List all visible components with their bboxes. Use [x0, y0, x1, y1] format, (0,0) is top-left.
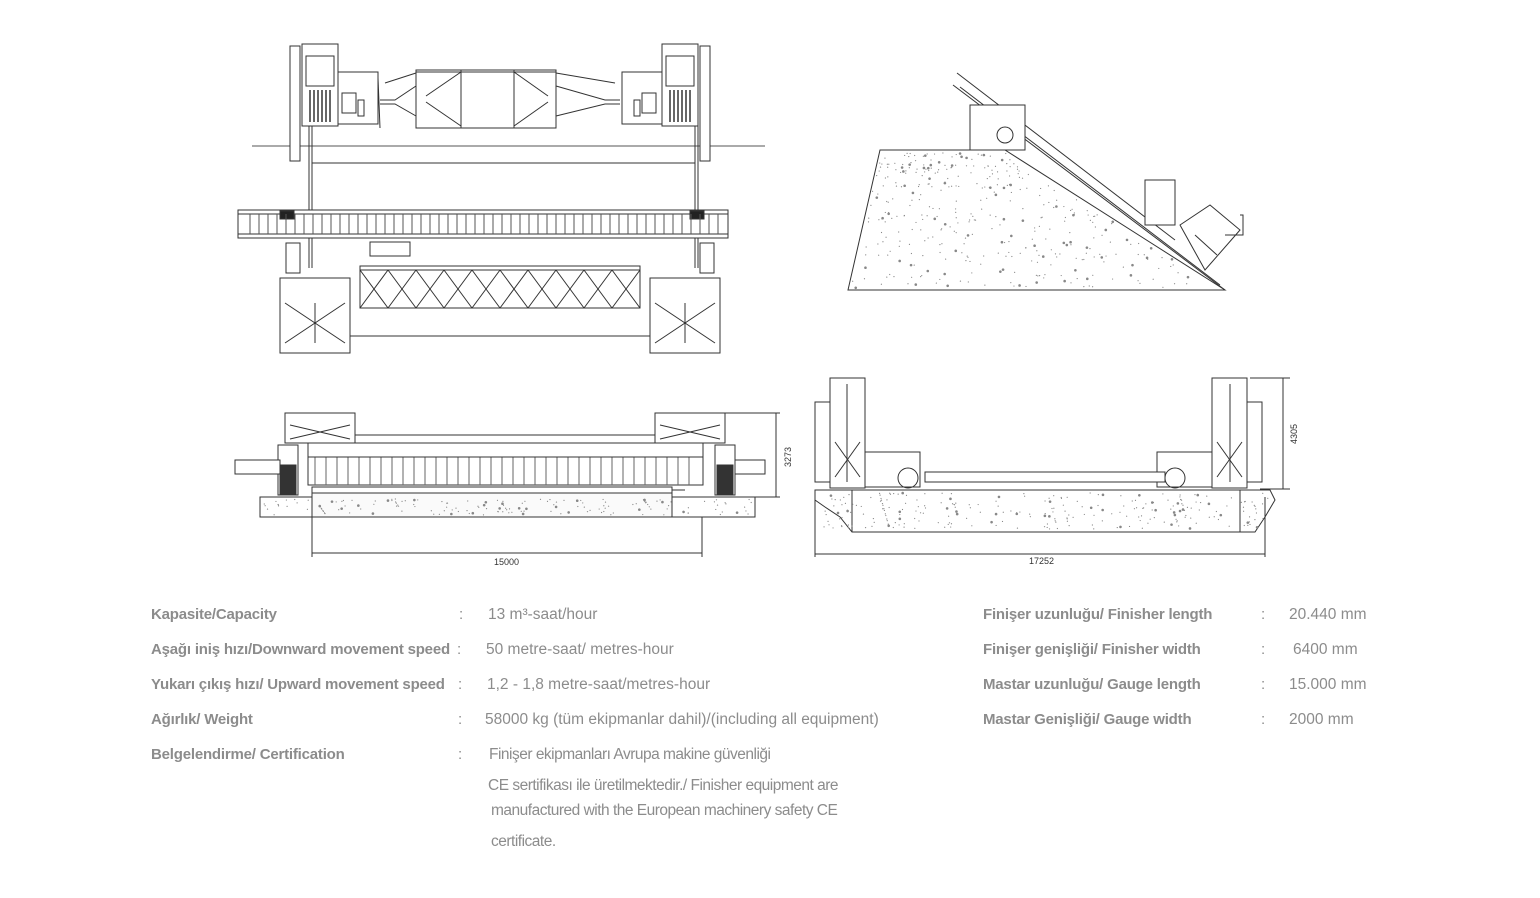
spec-value: Finişer ekipmanları Avrupa makine güvenl…	[489, 746, 771, 763]
spec-label: Mastar Genişliği/ Gauge width	[983, 711, 1192, 728]
spec-label: Mastar uzunluğu/ Gauge length	[983, 676, 1201, 693]
spec-colon: :	[1261, 676, 1266, 693]
spec-value: 1,2 - 1,8 metre-saat/metres-hour	[487, 676, 711, 693]
spec-label: Finişer uzunluğu/ Finisher length	[983, 606, 1213, 623]
spec-label: Ağırlık/ Weight	[151, 711, 253, 728]
front-width-dimension: 15000	[494, 557, 519, 567]
spec-label: Finişer genişliği/ Finisher width	[983, 641, 1201, 658]
spec-value: 50 metre-saat/ metres-hour	[486, 641, 674, 658]
plan-view-drawing	[230, 38, 770, 358]
spec-colon: :	[1261, 606, 1266, 623]
spec-value: 58000 kg (tüm ekipmanlar dahil)/(includi…	[485, 711, 879, 728]
spec-label: Aşağı iniş hızı/Downward movement speed	[151, 641, 450, 658]
spec-label: Belgelendirme/ Certification	[151, 746, 345, 763]
spec-colon: :	[1261, 711, 1266, 728]
spec-colon: :	[458, 676, 463, 693]
spec-value: 2000 mm	[1289, 711, 1354, 728]
end-height-dimension: 4305	[1289, 424, 1299, 444]
spec-colon: :	[458, 711, 463, 728]
certification-line: manufactured with the European machinery…	[491, 802, 838, 819]
certification-line: CE sertifikası ile üretilmektedir./ Fini…	[488, 777, 839, 794]
spec-colon: :	[458, 746, 463, 763]
end-width-dimension: 17252	[1029, 556, 1054, 566]
spec-value: 15.000 mm	[1289, 676, 1367, 693]
spec-colon: :	[459, 606, 464, 623]
spec-value: 13 m³-saat/hour	[488, 606, 598, 623]
front-height-dimension: 3273	[783, 447, 793, 467]
front-view-drawing: 15000 3273	[230, 405, 800, 570]
end-view-drawing: 17252 4305	[805, 372, 1300, 567]
spec-colon: :	[1261, 641, 1266, 658]
spec-colon: :	[457, 641, 462, 658]
certification-line: certificate.	[491, 833, 556, 850]
spec-value: 6400 mm	[1293, 641, 1358, 658]
spec-value: 20.440 mm	[1289, 606, 1367, 623]
side-view-drawing	[845, 65, 1255, 295]
spec-label: Kapasite/Capacity	[151, 606, 277, 623]
spec-label: Yukarı çıkış hızı/ Upward movement speed	[151, 676, 445, 693]
